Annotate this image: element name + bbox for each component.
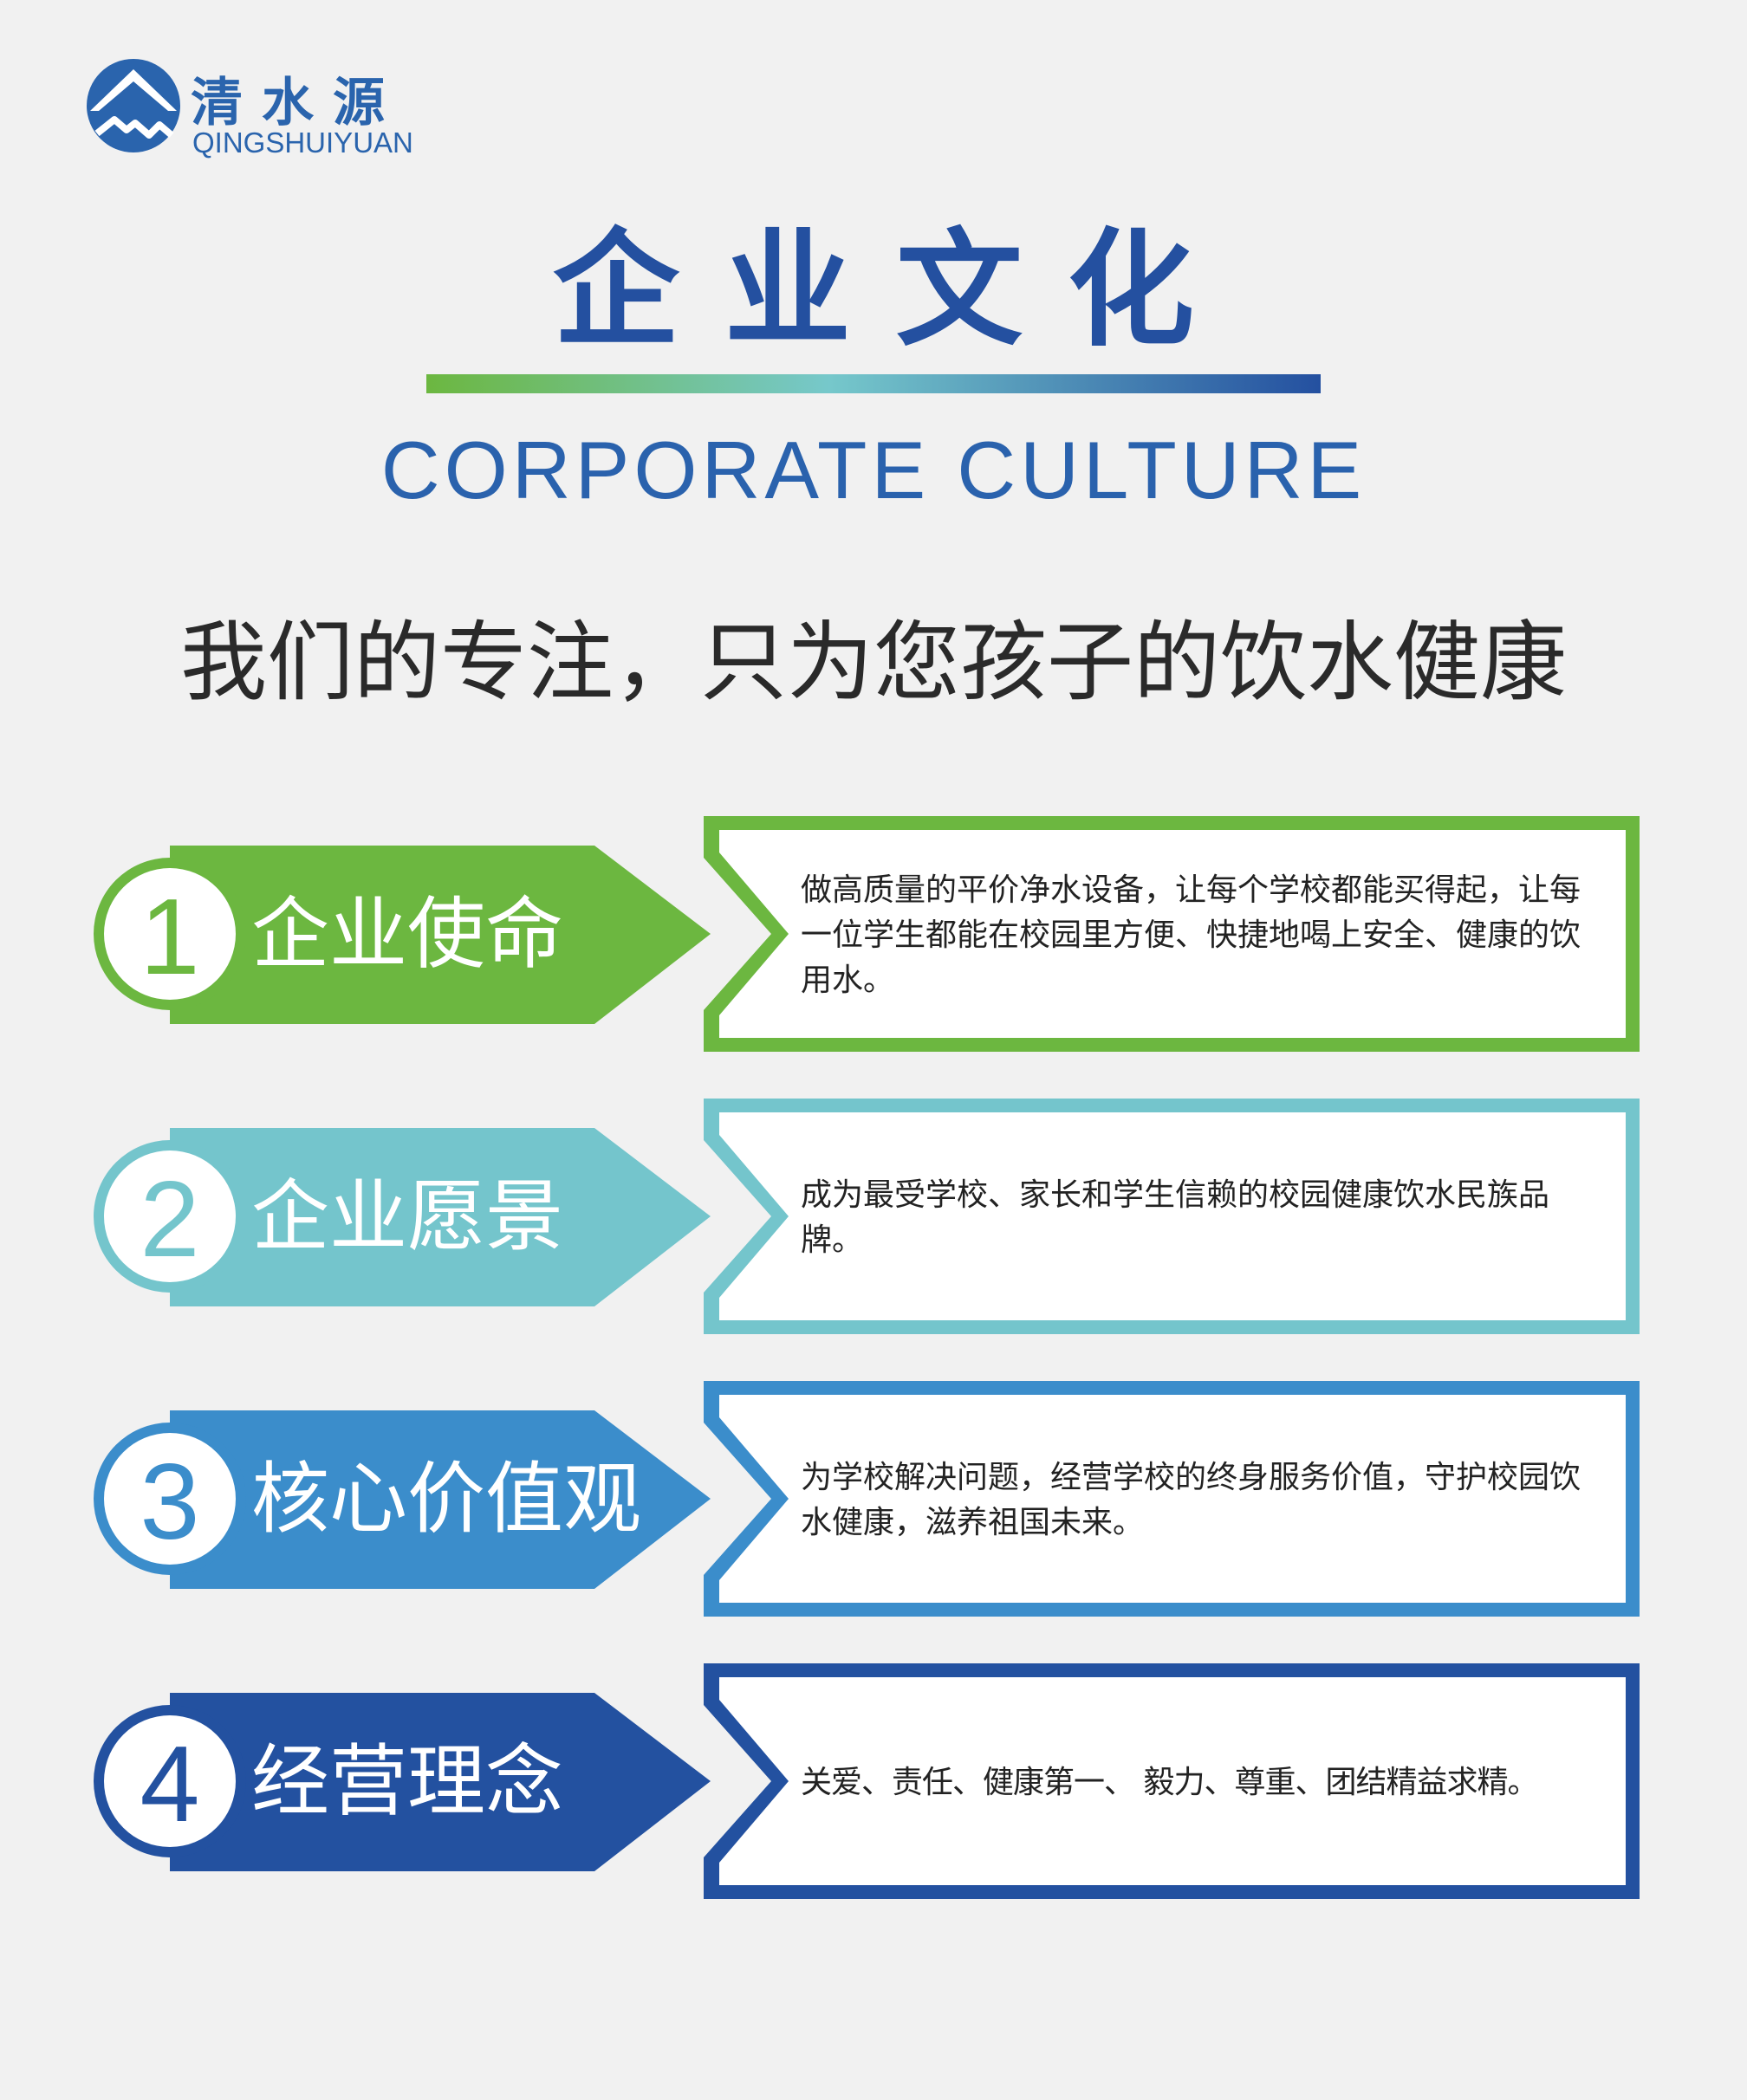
brand-name-en: QINGSHUIYUAN <box>192 126 413 159</box>
item-title: 经营理念 <box>251 1736 563 1827</box>
label-banner <box>170 1410 711 1589</box>
culture-item-values: 3 核心价值观 为学校解决问题，经营学校的终身服务价值，守护校园饮水健康，滋养祖… <box>0 1374 1747 1625</box>
item-description: 成为最受学校、家长和学生信赖的校园健康饮水民族品牌。 <box>801 1177 1550 1258</box>
item-title: 企业使命 <box>251 889 563 980</box>
culture-item-vision: 2 企业愿景 成为最受学校、家长和学生信赖的校园健康饮水民族品牌。 <box>0 1092 1747 1343</box>
slogan: 我们的专注，只为您孩子的饮水健康 <box>180 612 1567 713</box>
item-number: 4 <box>140 1725 200 1844</box>
mountain-water-icon <box>87 59 180 152</box>
brand-logo: 清水源 QINGSHUIYUAN <box>85 57 449 161</box>
culture-item-philosophy: 4 经营理念 关爱、责任、健康第一、 毅力、尊重、团结精益求精。 <box>0 1656 1747 1908</box>
page-subtitle: CORPORATE CULTURE <box>380 425 1367 515</box>
number-circle <box>104 1715 236 1847</box>
item-title: 企业愿景 <box>251 1171 563 1262</box>
item-description: 为学校解决问题，经营学校的终身服务价值，守护校园饮水健康，滋养祖国未来。 <box>801 1460 1581 1540</box>
item-description: 关爱、责任、健康第一、 毅力、尊重、团结精益求精。 <box>801 1765 1538 1800</box>
brand-name-cn: 清水源 <box>191 73 404 133</box>
label-banner <box>170 1693 711 1871</box>
label-banner <box>170 1128 711 1306</box>
label-banner <box>170 846 711 1024</box>
gradient-divider <box>426 374 1321 393</box>
item-description: 做高质量的平价净水设备，让每个学校都能买得起，让每一位学生都能在校园里方便、快捷… <box>801 872 1581 998</box>
item-number: 1 <box>140 878 200 997</box>
item-title: 核心价值观 <box>251 1454 641 1545</box>
number-circle <box>104 1433 236 1565</box>
culture-item-mission: 1 企业使命 做高质量的平价净水设备，让每个学校都能买得起，让每一位学生都能在校… <box>0 809 1747 1060</box>
page-title: 企业文化 <box>553 217 1239 364</box>
number-circle <box>104 868 236 1000</box>
number-circle <box>104 1150 236 1282</box>
item-number: 2 <box>140 1160 200 1280</box>
item-number: 3 <box>140 1442 200 1562</box>
